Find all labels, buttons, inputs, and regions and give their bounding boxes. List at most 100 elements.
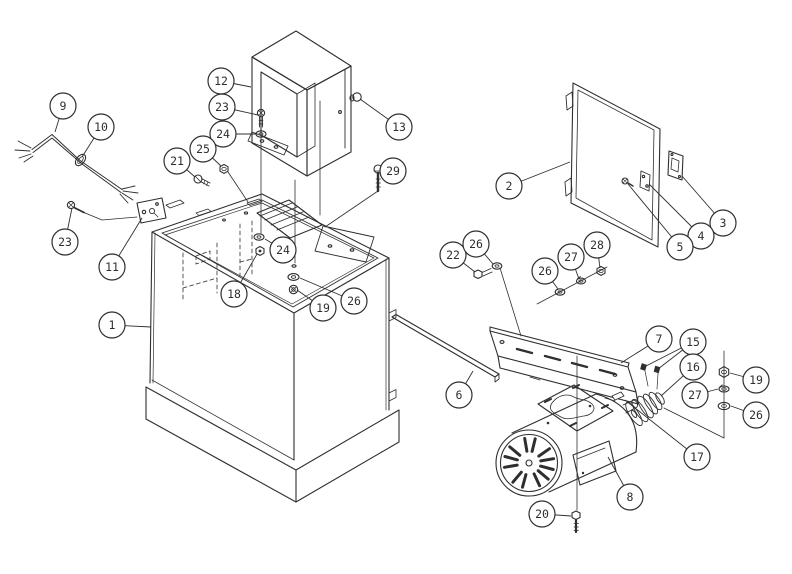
callout-number: 4 — [698, 229, 705, 243]
set-screws-part — [640, 363, 661, 390]
callout-26-flat-washer: 26 — [462, 230, 494, 265]
callout-22-hex-bolt: 22 — [439, 241, 476, 273]
callout-8-motor: 8 — [607, 456, 644, 511]
callout-number: 24 — [276, 243, 290, 257]
callout-29-hex-bolt: 29 — [379, 157, 407, 185]
callout-number: 3 — [720, 216, 727, 230]
callout-number: 16 — [686, 360, 700, 374]
cover-screw-glyph — [256, 108, 266, 128]
shaft-key-part — [611, 391, 625, 401]
projection-lines — [227, 100, 725, 511]
callout-layer: 1234567891011121315161718191920212223232… — [49, 67, 770, 528]
callout-28-hex-nut: 28 — [583, 231, 611, 269]
callout-number: 26 — [347, 294, 361, 308]
carriage-bolt-20-glyph — [571, 510, 581, 534]
lock-washer-27a-glyph — [575, 276, 587, 285]
callout-number: 18 — [227, 287, 241, 301]
callout-17-shaft-key: 17 — [624, 399, 711, 471]
callout-26-flat-washer: 26 — [730, 401, 770, 429]
door-panel-part — [564, 82, 661, 248]
pan-head-screw-glyph — [193, 174, 211, 187]
switch-plate-part — [667, 150, 684, 181]
callout-number: 6 — [456, 388, 463, 402]
nut-glyph-25 — [219, 163, 229, 174]
callout-15-set-screw: 15 — [645, 328, 707, 370]
callout-number: 1 — [109, 318, 116, 332]
callout-number: 8 — [627, 490, 634, 504]
callout-number: 19 — [316, 301, 330, 315]
callout-27-lock-washer: 27 — [557, 243, 585, 280]
callout-24-cover-washer: 24 — [209, 120, 256, 148]
callout-number: 22 — [446, 248, 460, 262]
cover-knob-part — [349, 92, 362, 102]
callout-number: 27 — [688, 388, 702, 402]
support-bar-part — [391, 313, 500, 383]
callout-number: 26 — [538, 264, 552, 278]
motor-pulley-part — [625, 391, 665, 427]
electrical-box-cover-part — [247, 30, 352, 177]
callout-10-strain-relief: 10 — [81, 113, 115, 158]
callout-19-flange-screw: 19 — [296, 289, 337, 322]
callout-13-cover-knob: 13 — [359, 98, 413, 141]
callout-number: 11 — [105, 260, 119, 274]
callout-number: 13 — [392, 120, 406, 134]
callout-23-plate-screw: 23 — [51, 207, 79, 256]
callout-24-top-washer: 24 — [264, 236, 297, 264]
callout-number: 21 — [170, 154, 184, 168]
hex-nut-18-glyph — [255, 245, 265, 256]
cord-cover-plate-part — [136, 197, 167, 224]
callout-number: 23 — [58, 235, 72, 249]
hex-nut-28-glyph — [596, 265, 606, 276]
latch-bracket-part — [639, 170, 651, 192]
callout-18-hex-nut: 18 — [220, 253, 258, 308]
flat-washer-26c-glyph — [287, 264, 300, 281]
strain-relief-part — [74, 153, 87, 167]
callout-26-flat-washer: 26 — [531, 257, 559, 290]
callout-27-lock-washer: 27 — [681, 381, 719, 409]
callout-23-cover-screw: 23 — [208, 93, 259, 121]
callout-number: 23 — [215, 100, 229, 114]
callout-5-latch-screw: 5 — [627, 183, 694, 261]
callout-number: 7 — [656, 332, 663, 346]
cabinet-top-opening — [165, 198, 375, 263]
callout-9-power-cord: 9 — [49, 92, 77, 133]
callout-2-door-panel: 2 — [495, 161, 571, 200]
hidden-lines — [182, 220, 253, 301]
stand-cabinet-part — [145, 193, 400, 503]
callout-3-switch-plate: 3 — [681, 175, 737, 237]
callout-number: 17 — [690, 450, 704, 464]
callout-1-stand-cabinet: 1 — [98, 311, 152, 339]
callout-number: 20 — [535, 507, 549, 521]
callout-19-shaft-nut: 19 — [729, 366, 770, 394]
power-cord-part — [14, 134, 139, 204]
callout-12-electrical-box-cover: 12 — [207, 67, 252, 95]
callout-number: 28 — [590, 238, 604, 252]
callout-6-support-bar: 6 — [445, 370, 474, 409]
callout-number: 26 — [749, 408, 763, 422]
callout-number: 26 — [469, 237, 483, 251]
flange-screw-19-glyph — [288, 284, 299, 295]
callout-number: 9 — [60, 99, 67, 113]
top-washer-glyph — [253, 233, 265, 241]
callout-number: 25 — [196, 142, 210, 156]
callout-25-nut: 25 — [189, 135, 222, 167]
callout-number: 15 — [686, 335, 700, 349]
callout-number: 12 — [214, 74, 228, 88]
callout-number: 10 — [94, 120, 108, 134]
callout-16-motor-pulley: 16 — [660, 353, 707, 397]
callout-number: 19 — [749, 373, 763, 387]
callout-number: 5 — [677, 240, 684, 254]
callout-number: 27 — [564, 250, 578, 264]
flat-washer-26a-glyph — [491, 262, 503, 270]
callout-26-flat-washer: 26 — [299, 277, 368, 315]
plate-screw-part — [66, 200, 138, 221]
motor-mount-plate-part — [489, 326, 639, 405]
flat-washer-26b-glyph — [554, 288, 566, 296]
callout-number: 2 — [506, 179, 513, 193]
callout-number: 24 — [216, 127, 230, 141]
motor-gasket-part — [537, 384, 614, 432]
fan-vent-slots — [502, 436, 556, 489]
latch-screw-part — [621, 177, 634, 187]
